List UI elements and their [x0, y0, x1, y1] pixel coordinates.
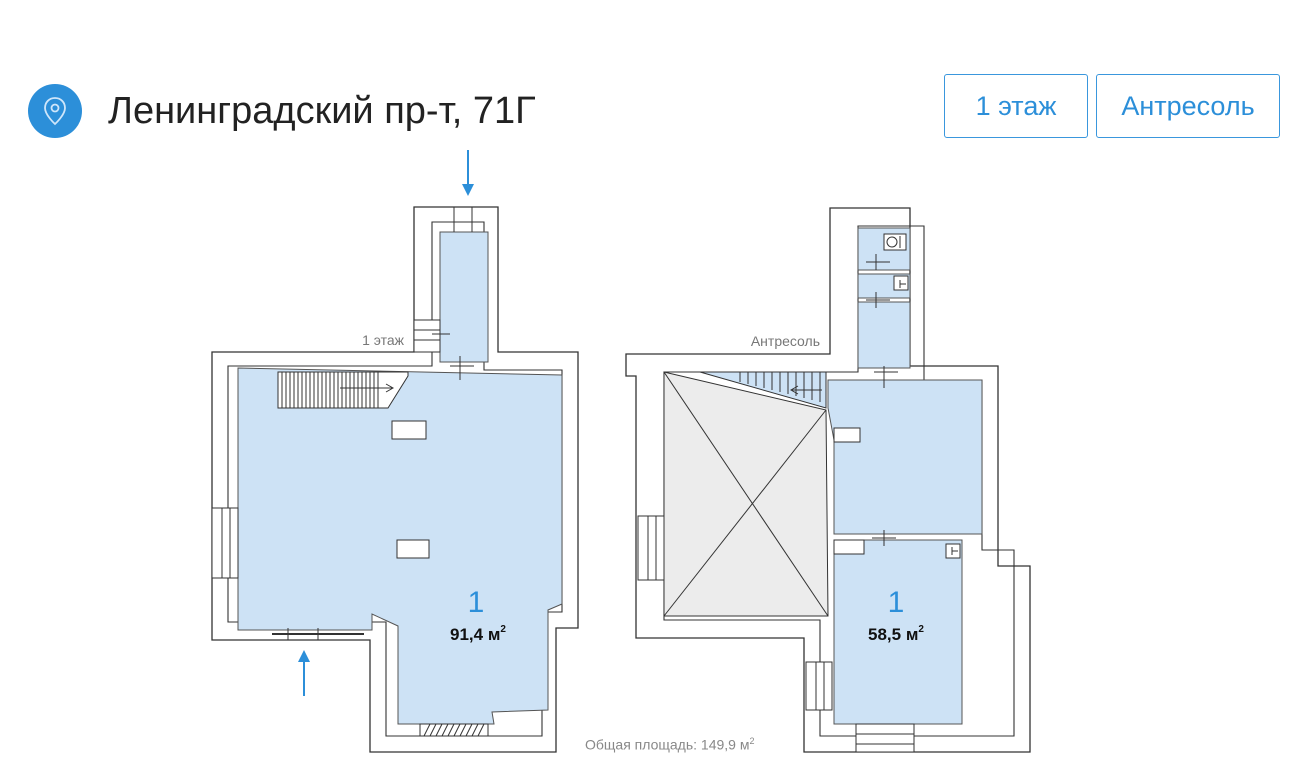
- column: [396, 539, 430, 559]
- mezzanine-plan: Антресоль 1 58,5 м2: [625, 207, 1031, 753]
- total-area-text: Общая площадь: 149,9 м: [585, 736, 750, 753]
- tab-mezzanine[interactable]: Антресоль: [1096, 74, 1280, 138]
- top-entrance: [446, 207, 480, 232]
- page-title: Ленинградский пр-т, 71Г: [108, 90, 536, 132]
- tab-floor-1[interactable]: 1 этаж: [944, 74, 1088, 138]
- staircase: [277, 371, 409, 409]
- toilet-icon: [883, 233, 907, 251]
- column: [833, 539, 865, 555]
- inner-wall: [663, 225, 1015, 737]
- room-area-label: 58,5 м2: [868, 624, 924, 644]
- total-area-sup: 2: [749, 736, 755, 746]
- sink-icon: [893, 275, 909, 291]
- entrance-door: [272, 628, 364, 640]
- corridor: [439, 231, 489, 363]
- floor-1-plan: 1 этаж 1 91,4 м2: [211, 150, 579, 753]
- column: [833, 427, 861, 443]
- plan-label-mezzanine: Антресоль: [751, 333, 820, 349]
- hall-room: [857, 301, 911, 369]
- room-area-label: 91,4 м2: [450, 624, 506, 644]
- staircase: [699, 371, 827, 409]
- bottom-steps: [855, 723, 915, 753]
- window: [805, 661, 833, 711]
- room-number: 1: [468, 586, 485, 619]
- room-1-area: [833, 539, 963, 725]
- window: [211, 507, 239, 579]
- door: [866, 254, 898, 546]
- bottom-steps: [419, 723, 489, 737]
- location-pin-icon: [28, 84, 82, 138]
- room-upper: [827, 379, 983, 535]
- door: [450, 356, 474, 380]
- meter-icon: [945, 543, 961, 559]
- steps: [413, 319, 450, 353]
- entrance-arrow-icon: [462, 150, 474, 196]
- inner-wall: [227, 221, 563, 737]
- plan-label-floor-1: 1 этаж: [362, 332, 405, 348]
- open-void: [663, 371, 829, 617]
- room-number: 1: [888, 586, 905, 619]
- total-area-label: Общая площадь: 149,9 м2: [585, 736, 755, 753]
- column: [391, 420, 427, 440]
- window: [637, 515, 665, 581]
- entrance-arrow-icon: [298, 650, 310, 696]
